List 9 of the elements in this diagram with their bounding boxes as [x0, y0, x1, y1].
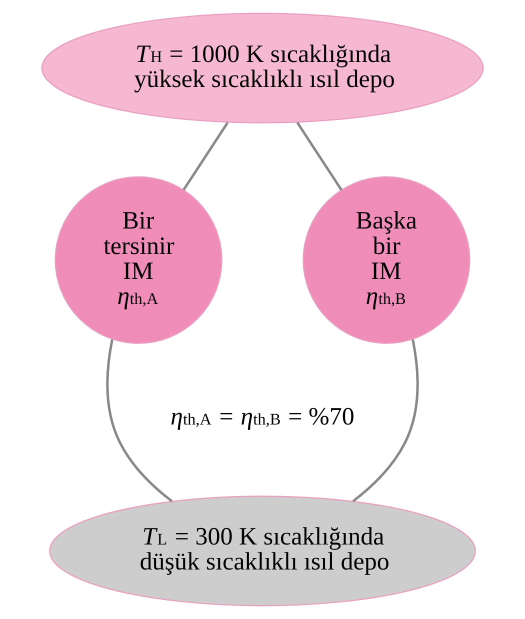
node-ellipse: TH = 1000 K sıcaklığında yüksek sıcaklıklı ısıl depo — [41, 12, 484, 124]
label: ηth,A = ηth,B = %70 — [170, 404, 354, 431]
node-circle: Başka bir IM ηth,B — [302, 176, 470, 344]
connector — [296, 122, 342, 191]
connector — [106, 339, 173, 502]
node-circle: Bir tersinir IM ηth,A — [54, 176, 222, 344]
connector — [352, 339, 419, 502]
node-ellipse: TL = 300 K sıcaklığında düşük sıcaklıklı ısıl depo — [49, 496, 476, 606]
connector — [182, 122, 229, 191]
